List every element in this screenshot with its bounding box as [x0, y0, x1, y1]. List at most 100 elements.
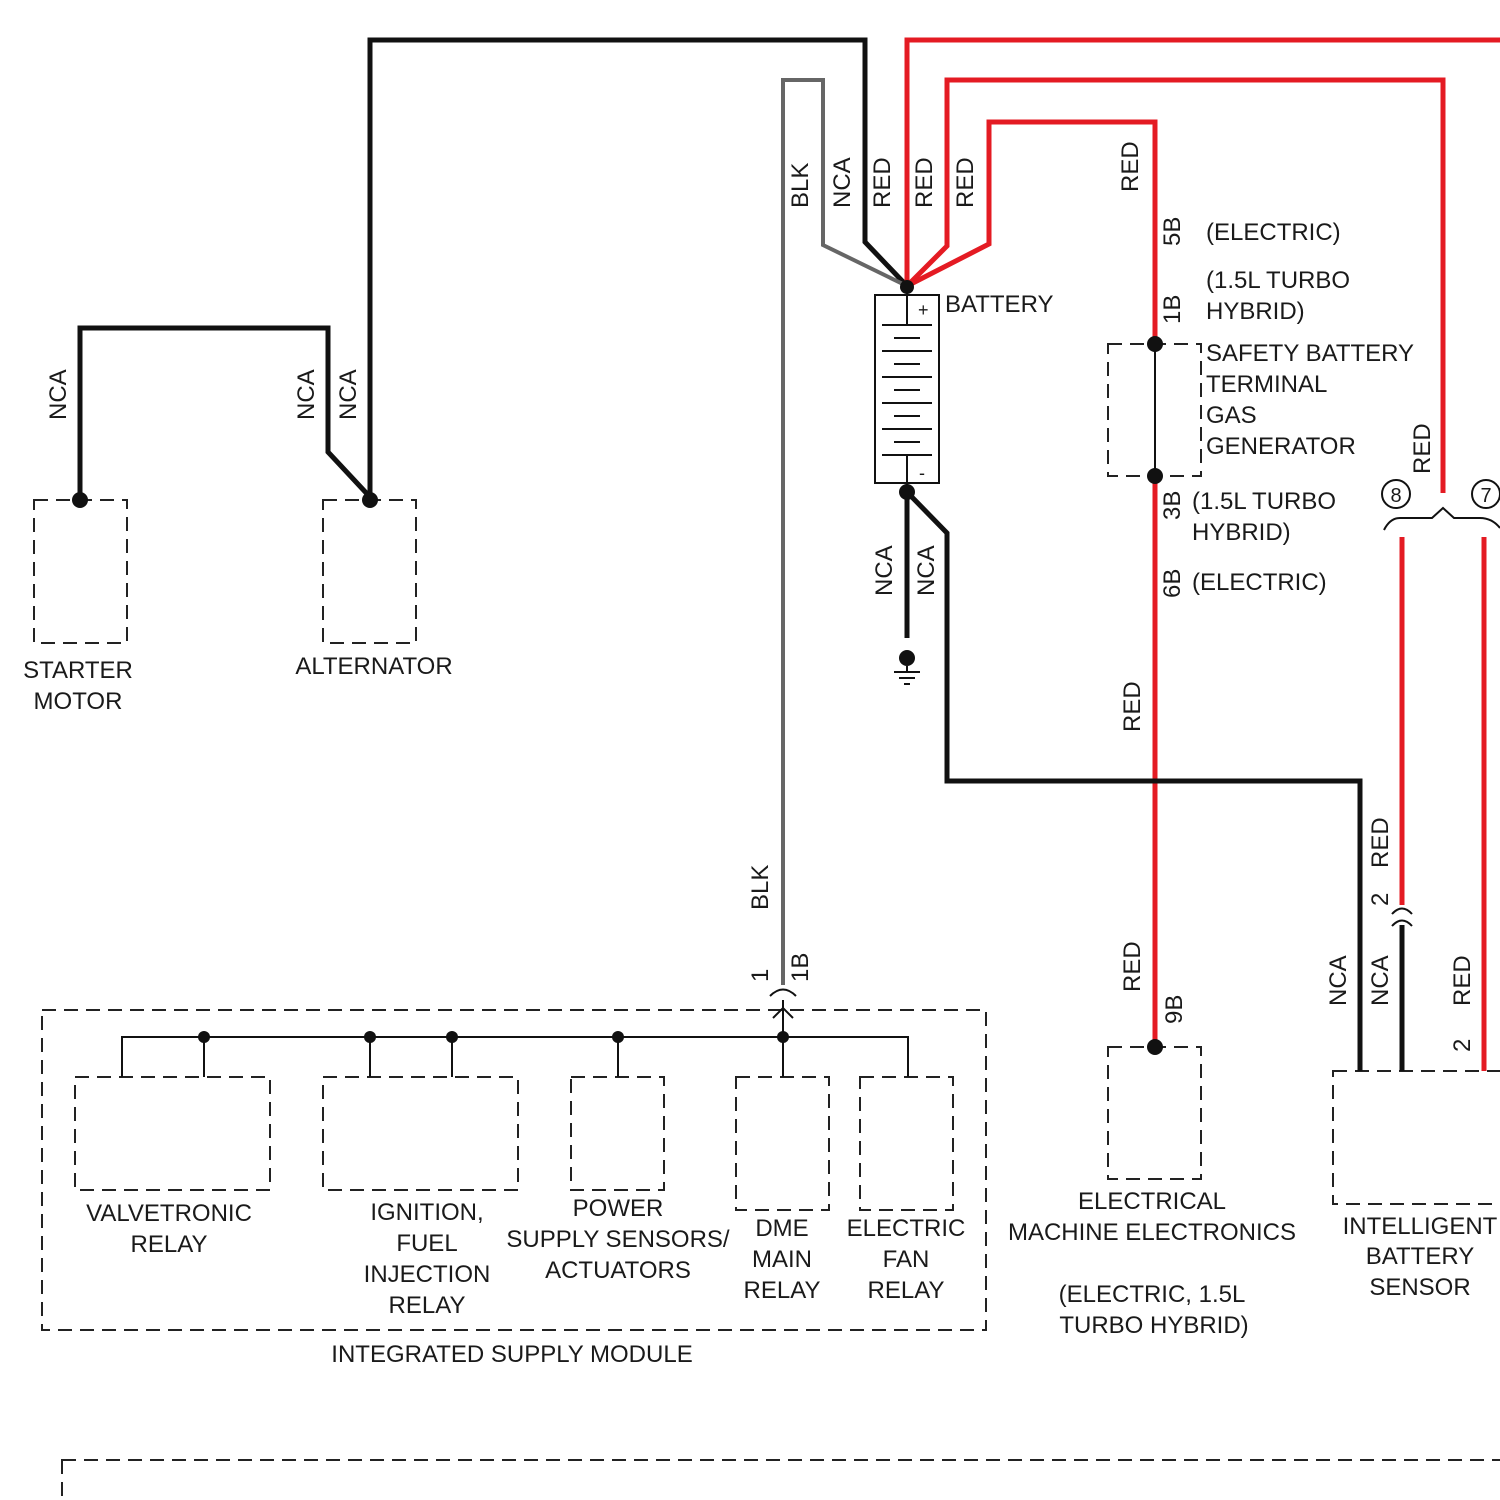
pin-starter: [72, 492, 88, 508]
wire-label-nca-starter: NCA: [45, 369, 72, 420]
connector-sensor-2: [1392, 909, 1412, 927]
wire-label-blk-bottom: BLK: [747, 865, 774, 910]
ignition-label-2: FUEL: [396, 1230, 457, 1257]
valvetronic-relay-box: [75, 1077, 270, 1190]
note-hybrid-top-2: HYBRID): [1206, 298, 1305, 325]
machine-electronics-label-1: ELECTRICAL: [1078, 1188, 1226, 1215]
wire-blk-gray: [783, 80, 907, 985]
pin-1b-gen-label: 1B: [1159, 295, 1186, 324]
battery-symbol: [875, 290, 939, 487]
wire-label-red-sensor-2: RED: [1449, 955, 1476, 1006]
pin-1b-module-label: 1B: [787, 953, 814, 982]
dme-label-3: RELAY: [744, 1277, 821, 1304]
generator-label-3: GAS: [1206, 402, 1257, 429]
connector-8-label: 8: [1390, 485, 1401, 507]
machine-electronics-box: [1108, 1047, 1201, 1179]
pin-battery-plus: [900, 280, 914, 294]
battery-sensor-label-1: INTELLIGENT: [1343, 1213, 1498, 1240]
wire-label-red-machine: RED: [1119, 941, 1146, 992]
pin-5b-label: 5B: [1159, 217, 1186, 246]
power-supply-label-1: POWER: [573, 1195, 664, 1222]
wire-label-nca-top: NCA: [829, 157, 856, 208]
wire-label-blk-top: BLK: [787, 163, 814, 208]
wire-label-red-3: RED: [952, 157, 979, 208]
valvetronic-label-2: RELAY: [131, 1231, 208, 1258]
note-electric-bottom: (ELECTRIC): [1192, 569, 1327, 596]
alternator-box: [323, 500, 416, 643]
wire-alternator-battery: [370, 40, 907, 500]
wire-label-nca-ground-2: NCA: [913, 545, 940, 596]
battery-minus: -: [919, 463, 925, 483]
note-hybrid-bottom-1: (1.5L TURBO: [1192, 488, 1336, 515]
pin-generator-bottom: [1147, 468, 1163, 484]
bus-dot-2: [364, 1031, 376, 1043]
pin-alternator: [362, 492, 378, 508]
note-electric-top: (ELECTRIC): [1206, 219, 1341, 246]
bottom-module-box: [62, 1460, 1500, 1500]
wire-label-nca-ground-1: NCA: [871, 545, 898, 596]
wire-label-red-generator: RED: [1117, 141, 1144, 192]
pin-3b-label: 3B: [1159, 491, 1186, 520]
module-bus: [122, 1037, 908, 1077]
machine-electronics-label-4: (ELECTRIC, 1.5L: [1059, 1281, 1246, 1308]
dme-label-2: MAIN: [752, 1246, 812, 1273]
battery-plus: +: [918, 300, 929, 320]
pin-2-sensor-label: 2: [1367, 893, 1394, 906]
integrated-supply-module-label: INTEGRATED SUPPLY MODULE: [331, 1341, 692, 1368]
wire-label-red-2: RED: [911, 157, 938, 208]
connector-7-label: 7: [1480, 485, 1491, 507]
battery-sensor-label-3: SENSOR: [1369, 1274, 1470, 1301]
power-supply-label-2: SUPPLY SENSORS/: [506, 1226, 730, 1253]
bus-dot-5: [777, 1031, 789, 1043]
wire-red-top: [907, 40, 1500, 286]
bus-dot-4: [612, 1031, 624, 1043]
wire-label-red-1: RED: [869, 157, 896, 208]
wire-label-nca-alternator: NCA: [335, 369, 362, 420]
ignition-label-4: RELAY: [389, 1292, 466, 1319]
wire-label-red-sensor-1: RED: [1367, 817, 1394, 868]
wire-label-nca-sensor-1: NCA: [1325, 955, 1352, 1006]
note-hybrid-top-1: (1.5L TURBO: [1206, 267, 1350, 294]
battery-sensor-box: [1333, 1071, 1500, 1204]
dme-relay-box: [736, 1077, 829, 1210]
machine-electronics-label-5: TURBO HYBRID): [1059, 1312, 1248, 1339]
note-hybrid-bottom-2: HYBRID): [1192, 519, 1291, 546]
starter-motor-label-1: STARTER: [23, 657, 133, 684]
integrated-supply-module-box: [42, 1010, 986, 1330]
wire-label-red-right: RED: [1409, 423, 1436, 474]
fan-relay-label-1: ELECTRIC: [847, 1215, 966, 1242]
fan-relay-label-3: RELAY: [868, 1277, 945, 1304]
starter-motor-label-2: MOTOR: [34, 688, 123, 715]
alternator-label: ALTERNATOR: [295, 653, 452, 680]
machine-electronics-label-2: MACHINE ELECTRONICS: [1008, 1219, 1296, 1246]
generator-label-1: SAFETY BATTERY: [1206, 340, 1414, 367]
ignition-relay-box: [323, 1077, 518, 1190]
pin-6b-label: 6B: [1159, 569, 1186, 598]
valvetronic-label-1: VALVETRONIC: [86, 1200, 252, 1227]
power-supply-box: [571, 1077, 664, 1190]
generator-label-2: TERMINAL: [1206, 371, 1327, 398]
bus-dot-3: [446, 1031, 458, 1043]
wire-label-nca-loop: NCA: [293, 369, 320, 420]
ignition-label-3: INJECTION: [364, 1261, 491, 1288]
wire-starter-alternator: [80, 328, 370, 500]
pin-2-sensor-right-label: 2: [1449, 1039, 1476, 1052]
power-supply-label-3: ACTUATORS: [545, 1257, 691, 1284]
starter-motor-box: [34, 500, 127, 643]
wire-label-nca-sensor-2: NCA: [1367, 955, 1394, 1006]
fan-relay-label-2: FAN: [883, 1246, 930, 1273]
pin-9b-label: 9B: [1161, 995, 1188, 1024]
pin-machine: [1147, 1039, 1163, 1055]
connector-8-7: [1384, 508, 1500, 530]
generator-label-4: GENERATOR: [1206, 433, 1356, 460]
dme-label-1: DME: [755, 1215, 808, 1242]
battery-sensor-label-2: BATTERY: [1366, 1243, 1474, 1270]
bus-dot-1: [198, 1031, 210, 1043]
ignition-label-1: IGNITION,: [370, 1199, 483, 1226]
battery-label: BATTERY: [945, 291, 1053, 318]
pin-battery-minus: [899, 484, 915, 500]
pin-generator-top: [1147, 336, 1163, 352]
ground-icon: [894, 650, 920, 684]
fan-relay-box: [860, 1077, 953, 1210]
